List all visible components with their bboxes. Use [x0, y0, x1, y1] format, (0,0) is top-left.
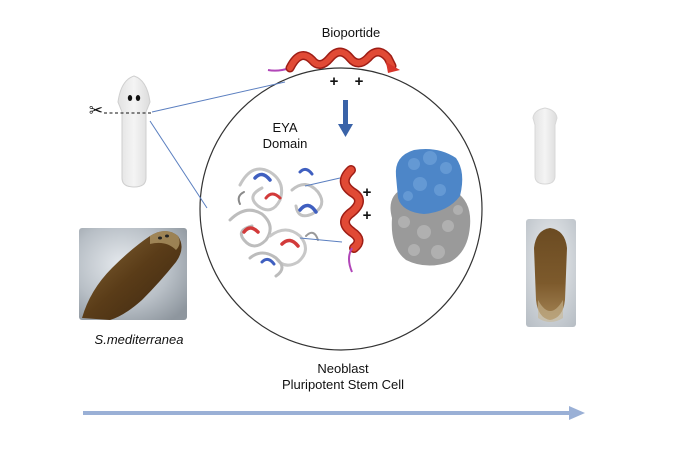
- bioportide-helix: [267, 47, 400, 73]
- plus-sign: +: [354, 73, 364, 90]
- neoblast-cell-circle: [199, 67, 483, 351]
- cell-label-line2: Pluripotent Stem Cell: [281, 377, 405, 392]
- bound-helix: [339, 165, 364, 273]
- bioportide-title: Bioportide: [321, 25, 381, 40]
- organism-label: S.mediterranea: [94, 332, 184, 347]
- plus-sign: +: [329, 73, 339, 90]
- planarian-photo-right: [526, 219, 576, 327]
- cell-label-line1: Neoblast: [317, 361, 369, 376]
- eye-spot-icon: [127, 95, 133, 101]
- zoom-lines: [299, 177, 343, 243]
- timeline-arrow: [83, 406, 585, 420]
- eye-spot-icon: [135, 95, 141, 101]
- down-arrow-icon: [338, 100, 353, 137]
- plus-sign: +: [362, 184, 372, 201]
- neoblast-label: Neoblast Pluripotent Stem Cell: [268, 361, 418, 393]
- scissors-icon: ✂: [88, 101, 104, 120]
- plus-sign: +: [362, 207, 372, 224]
- eya-label-line1: EYA: [272, 120, 298, 135]
- planarian-photo-left: [79, 228, 187, 320]
- eya-protein-ribbon: [228, 167, 324, 278]
- protein-surface-model: [390, 149, 471, 266]
- planarian-schematic-left: [104, 75, 152, 188]
- planarian-schematic-right: [532, 107, 558, 185]
- eya-label-line2: Domain: [262, 136, 308, 151]
- eya-domain-label: EYA Domain: [255, 120, 315, 152]
- guide-lines: [149, 81, 286, 209]
